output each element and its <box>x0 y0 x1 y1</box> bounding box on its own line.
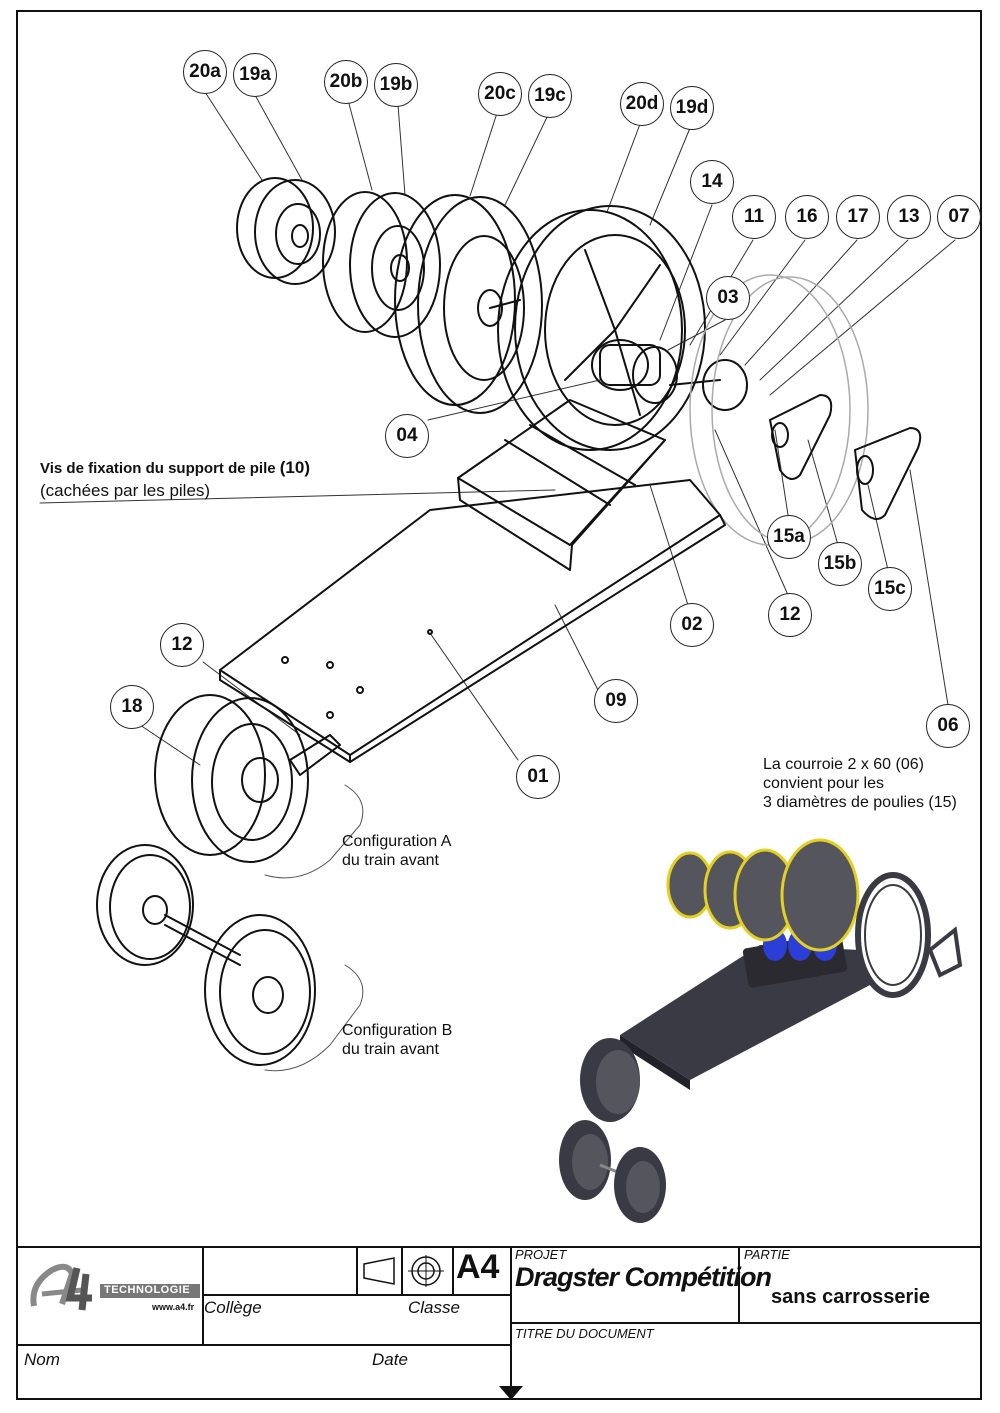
exploded-view-drawing <box>39 91 963 1223</box>
drawing-frame <box>16 10 982 1400</box>
callout-16: 16 <box>785 195 829 239</box>
tb-line-top <box>16 1246 982 1248</box>
title-block: TECHNOLOGIE www.a4.fr A4 Collège Classe … <box>16 1246 982 1400</box>
callout-17: 17 <box>836 195 880 239</box>
callout-12-right: 12 <box>768 593 812 637</box>
a4-logo-mark-icon <box>30 1263 200 1311</box>
callout-11: 11 <box>732 195 776 239</box>
projet-label: PROJET <box>515 1247 567 1262</box>
callout-12-left: 12 <box>160 623 204 667</box>
tb-line-v3 <box>401 1246 403 1294</box>
pulley-set-b <box>322 191 441 338</box>
partie-label: PARTIE <box>744 1247 790 1262</box>
tb-line-h3 <box>202 1294 510 1296</box>
tb-line-v5 <box>510 1246 512 1400</box>
motor-assembly <box>591 339 748 411</box>
logo-url-text: www.a4.fr <box>152 1302 195 1312</box>
callout-19c: 19c <box>528 74 572 118</box>
callout-20b: 20b <box>324 60 368 104</box>
note-belt-2: convient pour les <box>763 775 884 792</box>
front-wheel-config-b <box>96 844 316 1066</box>
callout-19a: 19a <box>233 53 277 97</box>
callout-01: 01 <box>516 755 560 799</box>
classe-label: Classe <box>408 1298 460 1317</box>
callout-19b: 19b <box>374 63 418 107</box>
callout-19d: 19d <box>670 86 714 130</box>
note-screws-ref: (10) <box>279 458 310 477</box>
pulley-set-c <box>394 194 543 414</box>
callout-03: 03 <box>706 276 750 320</box>
note-screws-sub: (cachées par les piles) <box>40 481 211 500</box>
config-a-line2: du train avant <box>342 852 439 869</box>
projet-value: Dragster Compétition <box>515 1262 772 1292</box>
logo-tech-text: TECHNOLOGIE <box>104 1284 191 1296</box>
config-a-line1: Configuration A <box>342 833 452 850</box>
note-screws: Vis de fixation du support de pile (10) <box>40 458 310 478</box>
callout-07: 07 <box>937 195 981 239</box>
callout-15c: 15c <box>868 567 912 611</box>
battery-holder <box>457 399 666 571</box>
nom-label: Nom <box>24 1350 60 1369</box>
callout-20a: 20a <box>183 50 227 94</box>
note-belt-3: 3 diamètres de poulies (15) <box>763 794 957 811</box>
callout-06: 06 <box>926 704 970 748</box>
note-screws-title: Vis de fixation du support de pile <box>40 460 276 477</box>
callout-20c: 20c <box>478 72 522 116</box>
tb-line-h1 <box>16 1344 510 1346</box>
date-label: Date <box>372 1350 408 1369</box>
pulley-set-d <box>497 205 706 451</box>
callout-14: 14 <box>690 160 734 204</box>
tb-line-v4 <box>452 1246 454 1294</box>
callout-20d: 20d <box>620 82 664 126</box>
callout-09: 09 <box>594 679 638 723</box>
college-label: Collège <box>204 1298 262 1317</box>
partie-value: sans carrosserie <box>771 1286 931 1308</box>
projection-symbol-icon <box>363 1255 444 1287</box>
note-belt-1: La courroie 2 x 60 (06) <box>763 756 924 773</box>
leader-lines <box>39 91 956 766</box>
config-b-line2: du train avant <box>342 1041 439 1058</box>
config-b-line1: Configuration B <box>342 1022 453 1039</box>
tb-line-h2 <box>510 1322 982 1324</box>
front-wheel-config-a <box>154 694 341 863</box>
tb-line-v1 <box>202 1246 204 1344</box>
color-render-inset <box>559 838 963 1223</box>
callout-04: 04 <box>385 414 429 458</box>
small-pulleys <box>769 394 922 520</box>
pulley-set-a <box>236 177 336 285</box>
a4-logo: TECHNOLOGIE www.a4.fr <box>22 1254 202 1318</box>
tb-line-v2 <box>356 1246 358 1294</box>
titre-label: TITRE DU DOCUMENT <box>515 1326 654 1341</box>
fold-arrow-icon <box>499 1386 523 1400</box>
chassis-plate <box>219 479 726 763</box>
config-brackets <box>264 784 364 1072</box>
paper-format: A4 <box>456 1248 500 1286</box>
callout-15a: 15a <box>767 515 811 559</box>
tb-line-v6 <box>738 1246 740 1322</box>
callout-18: 18 <box>110 685 154 729</box>
callout-15b: 15b <box>818 542 862 586</box>
callout-02: 02 <box>670 603 714 647</box>
callout-13: 13 <box>887 195 931 239</box>
